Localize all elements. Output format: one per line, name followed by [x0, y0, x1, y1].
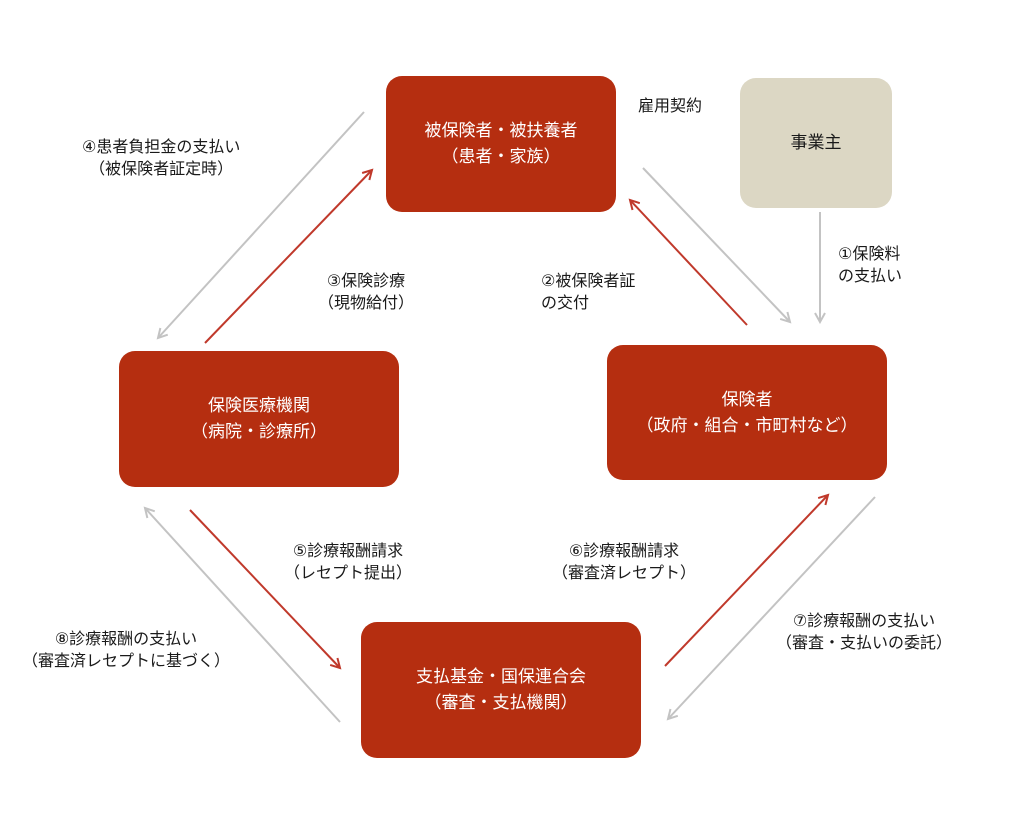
medical-institution-node: 保険医療機関 （病院・診療所） [119, 351, 399, 487]
arrow-claim-submission [189, 509, 340, 668]
arrow-insurance-treatment [204, 170, 372, 344]
medical-institution-subtitle: （病院・診療所） [191, 422, 327, 442]
step3-label: ③保険診療 （現物給付） [318, 271, 415, 312]
step1-label: ①保険料 の支払い [838, 244, 903, 285]
step2-label: ②被保険者証 の交付 [541, 271, 636, 312]
medical-institution-title: 保険医療機関 [208, 396, 310, 416]
arrow-payment-to-fund [668, 496, 876, 719]
insurer-node: 保険者 （政府・組合・市町村など） [607, 345, 887, 480]
insured-title: 被保険者・被扶養者 [424, 121, 578, 141]
arrow-card-issuance [630, 200, 748, 326]
payment-fund-title: 支払基金・国保連合会 [416, 667, 586, 687]
employer-title: 事業主 [790, 133, 842, 153]
employment-contract-label: 雇用契約 [638, 96, 703, 115]
step6-label: ⑥診療報酬請求 （審査済レセプト） [552, 541, 697, 582]
employer-node: 事業主 [740, 78, 892, 208]
step7-label: ⑦診療報酬の支払い （審査・支払いの委託） [776, 611, 953, 652]
payment-fund-subtitle: （審査・支払機関） [424, 693, 578, 713]
insurer-subtitle: （政府・組合・市町村など） [636, 415, 858, 436]
arrow-reimbursement-to-medical [145, 508, 341, 723]
insured-node: 被保険者・被扶養者 （患者・家族） [386, 76, 616, 212]
step5-label: ⑤診療報酬請求 （レセプト提出） [284, 541, 413, 582]
insured-subtitle: （患者・家族） [441, 147, 561, 167]
arrow-reviewed-claim [664, 495, 828, 667]
payment-fund-node: 支払基金・国保連合会 （審査・支払機関） [361, 622, 641, 758]
step4-label: ④患者負担金の支払い （被保険者証定時） [82, 137, 241, 178]
arrow-insured-to-insurer [642, 167, 790, 322]
step8-label: ⑧診療報酬の支払い （審査済レセプトに基づく） [22, 629, 231, 670]
insurer-title: 保険者 [721, 389, 773, 410]
arrow-patient-copayment [158, 111, 365, 338]
